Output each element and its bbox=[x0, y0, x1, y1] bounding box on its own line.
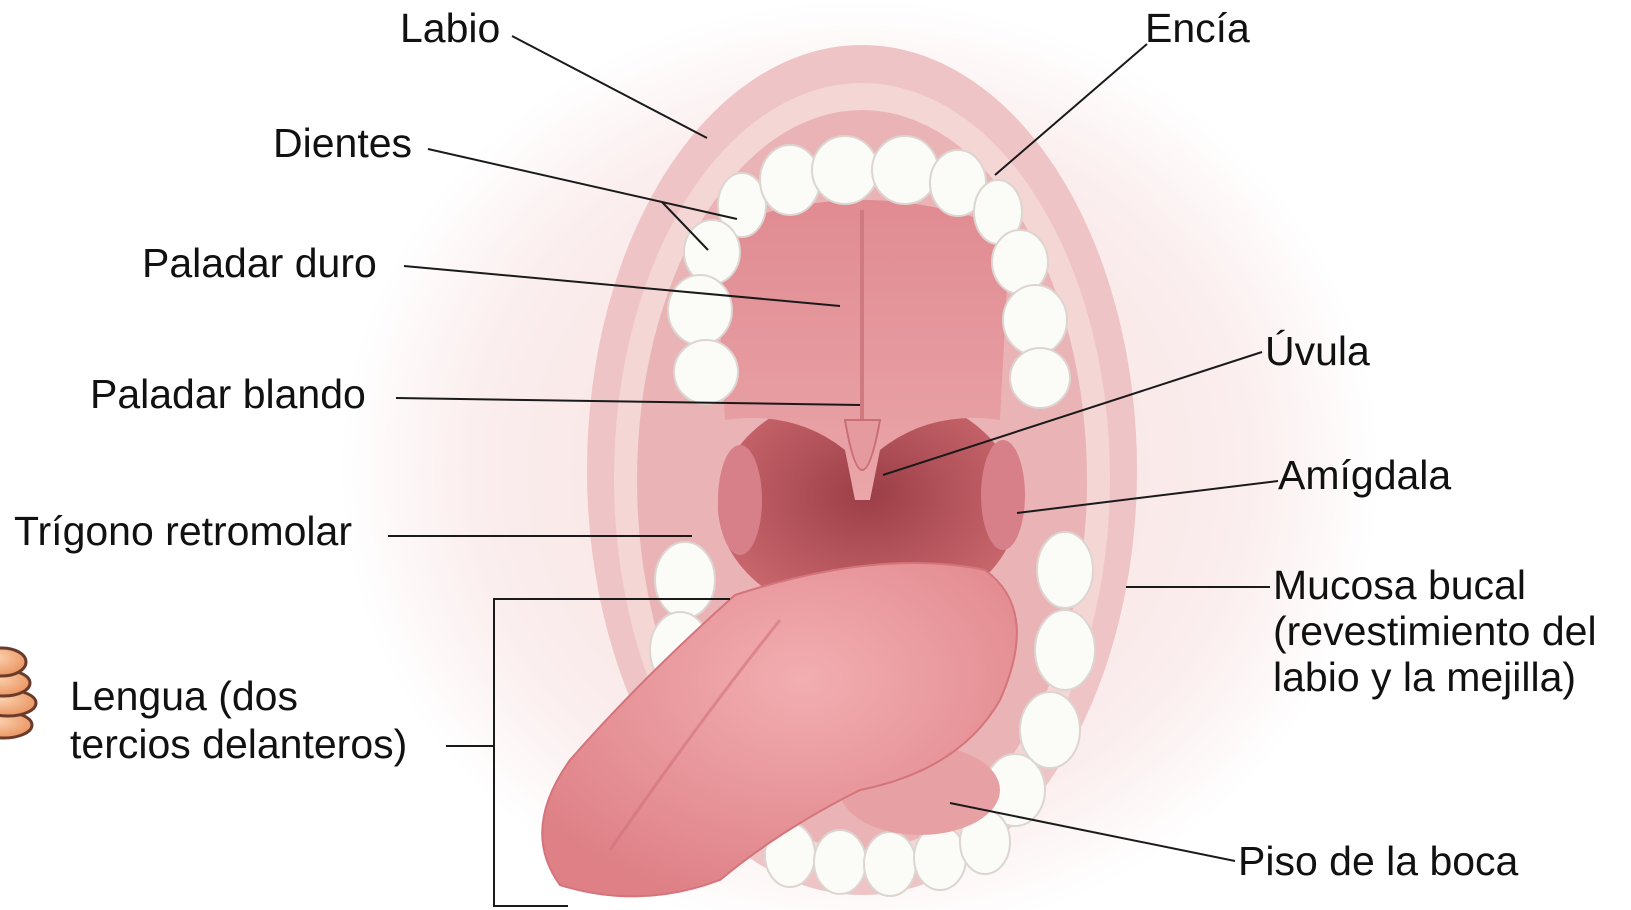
right-tonsil bbox=[981, 440, 1025, 550]
label-lengua-line1: Lengua (dos bbox=[70, 673, 298, 719]
label-piso-de-la-boca: Piso de la boca bbox=[1238, 838, 1518, 884]
label-mucosa-bucal-line1: Mucosa bucal bbox=[1273, 562, 1526, 608]
label-uvula: Úvula bbox=[1265, 328, 1370, 374]
label-lengua-line2: tercios delanteros) bbox=[70, 721, 407, 767]
label-amigdala: Amígdala bbox=[1278, 452, 1451, 498]
left-tonsil bbox=[718, 445, 762, 555]
label-trigono-retromolar: Trígono retromolar bbox=[14, 508, 352, 554]
label-paladar-duro: Paladar duro bbox=[142, 240, 377, 286]
cookie-icon bbox=[0, 648, 36, 738]
label-labio: Labio bbox=[400, 5, 500, 51]
label-dientes: Dientes bbox=[273, 120, 412, 166]
label-encia: Encía bbox=[1145, 5, 1250, 51]
label-paladar-blando: Paladar blando bbox=[90, 371, 366, 417]
label-mucosa-bucal-line2: (revestimiento del bbox=[1273, 608, 1597, 654]
label-mucosa-bucal-line3: labio y la mejilla) bbox=[1273, 654, 1576, 700]
